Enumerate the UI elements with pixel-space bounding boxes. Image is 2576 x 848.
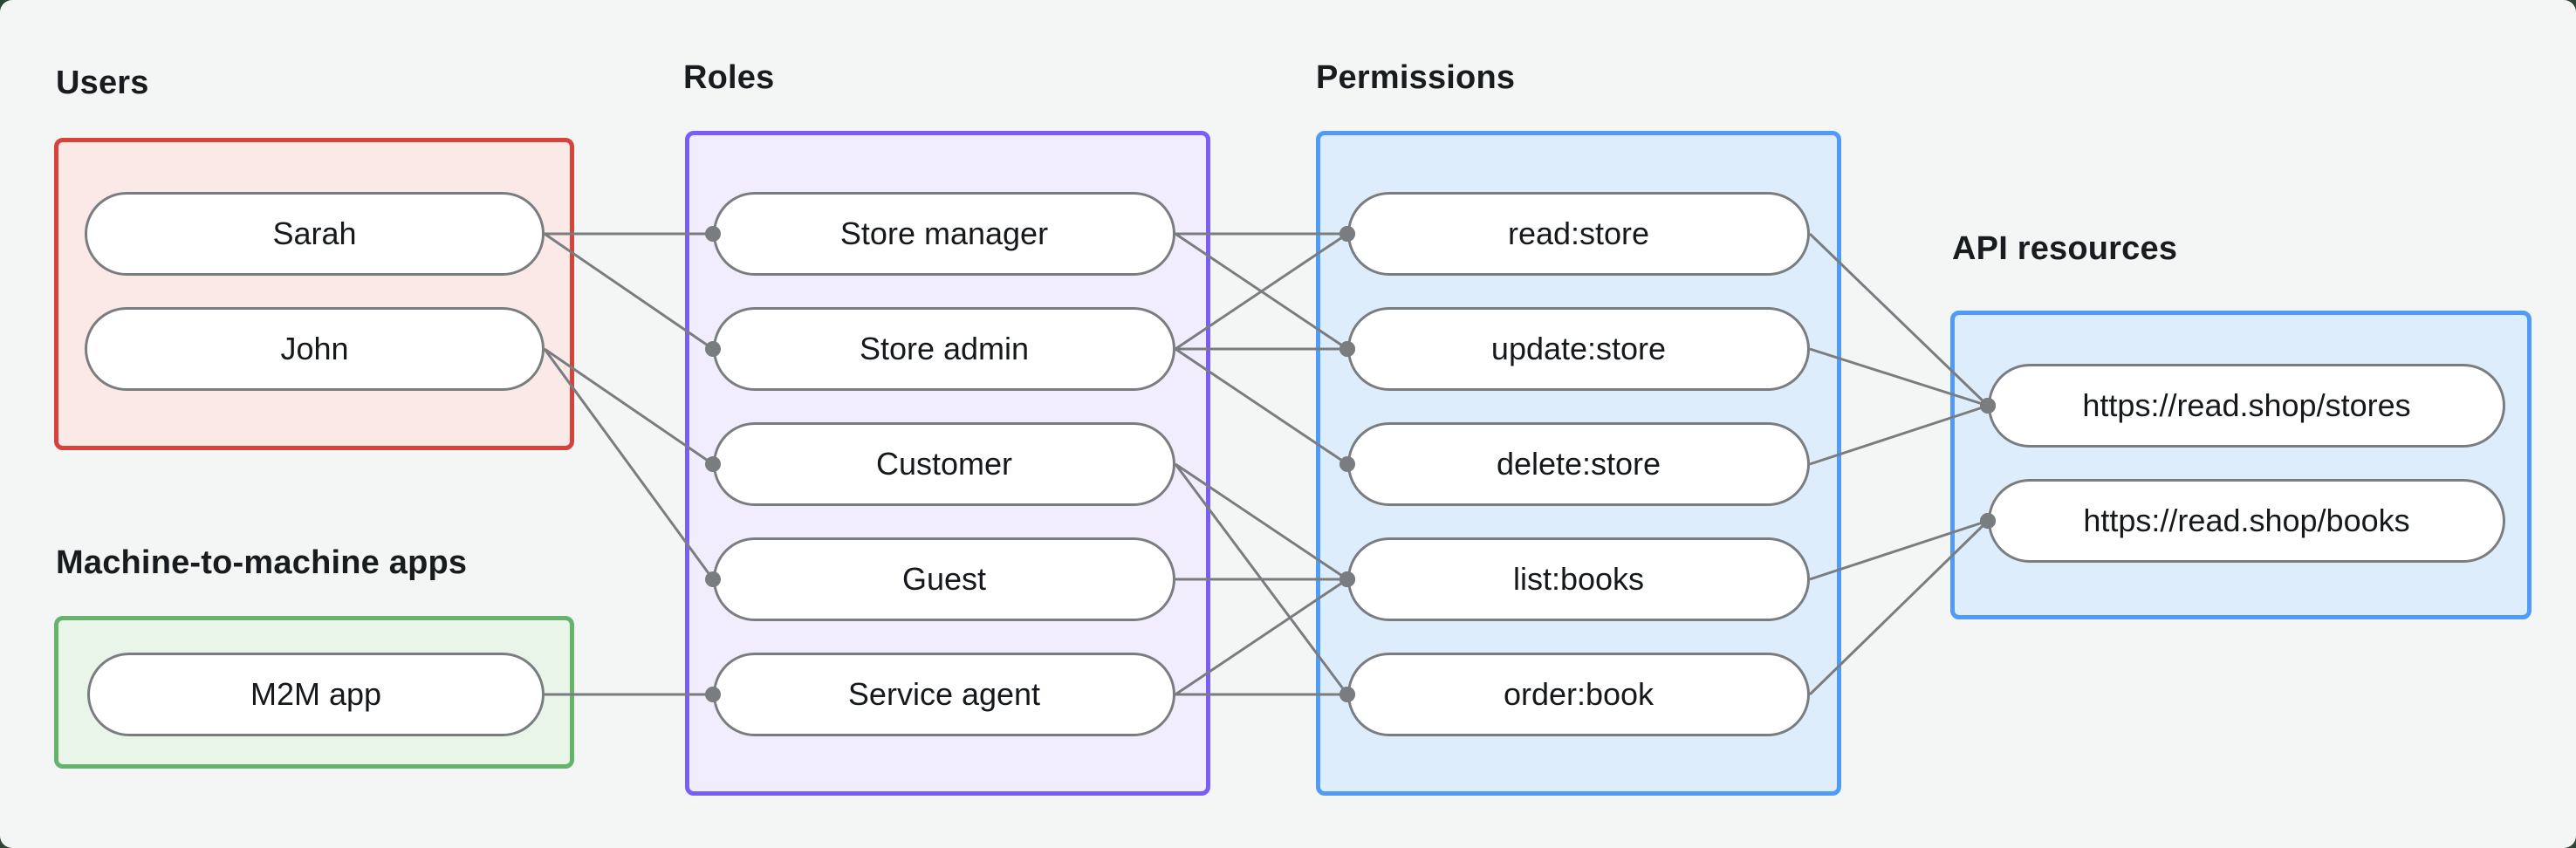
api-label: API resources <box>1952 230 2178 267</box>
node-customer: Customer <box>713 422 1175 506</box>
edge-john-to-customer <box>544 347 714 466</box>
roles-group-box <box>685 131 1210 796</box>
api-group-box <box>1950 311 2531 619</box>
edge-delete-store-to-stores <box>1809 404 1989 466</box>
m2m-group-box <box>54 616 574 769</box>
edge-dot-guest <box>705 571 721 587</box>
edge-dot-store-manager <box>705 226 721 242</box>
node-books: https://read.shop/books <box>1988 479 2505 563</box>
users-group-box <box>54 138 574 450</box>
edge-dot-update-store <box>1339 341 1355 357</box>
edge-list-books-to-books <box>1809 519 1989 581</box>
edge-dot-order-book <box>1339 687 1355 702</box>
edge-dot-delete-store <box>1339 456 1355 472</box>
node-update-store: update:store <box>1347 307 1810 391</box>
edge-order-book-to-books <box>1808 519 1990 696</box>
node-john: John <box>85 307 545 391</box>
edge-store-admin-to-delete-store <box>1175 347 1348 466</box>
node-guest: Guest <box>713 537 1175 621</box>
edge-dot-read-store <box>1339 226 1355 242</box>
node-read-store: read:store <box>1347 192 1810 276</box>
node-service-agent: Service agent <box>713 653 1175 736</box>
node-stores: https://read.shop/stores <box>1988 364 2505 448</box>
node-store-manager: Store manager <box>713 192 1175 276</box>
permissions-group-box <box>1316 131 1841 796</box>
node-store-admin: Store admin <box>713 307 1175 391</box>
edge-john-to-guest <box>543 348 715 580</box>
edge-dot-books <box>1980 513 1996 529</box>
edge-dot-stores <box>1980 398 1996 414</box>
node-order-book: order:book <box>1347 653 1810 736</box>
edge-dot-customer <box>705 456 721 472</box>
edge-dot-list-books <box>1339 571 1355 587</box>
edge-customer-to-order-book <box>1174 463 1349 695</box>
edge-sarah-to-store-admin <box>544 232 714 351</box>
edge-dot-service-agent <box>705 687 721 702</box>
edge-customer-to-list-books <box>1175 462 1348 581</box>
edge-dot-update-store <box>1339 341 1355 357</box>
edge-dot-read-store <box>1339 226 1355 242</box>
edge-dot-list-books <box>1339 571 1355 587</box>
edge-update-store-to-stores <box>1809 347 1989 407</box>
edge-dot-store-admin <box>705 341 721 357</box>
edge-service-agent-to-list-books <box>1175 578 1348 696</box>
roles-label: Roles <box>683 59 775 96</box>
node-delete-store: delete:store <box>1347 422 1810 506</box>
node-m2m-app: M2M app <box>87 653 545 736</box>
users-label: Users <box>56 65 149 101</box>
edge-dot-list-books <box>1339 571 1355 587</box>
edge-dot-stores <box>1980 398 1996 414</box>
edge-read-store-to-stores <box>1808 232 1990 407</box>
m2m-label: Machine-to-machine apps <box>56 544 468 581</box>
edge-dot-books <box>1980 513 1996 529</box>
edge-dot-stores <box>1980 398 1996 414</box>
edge-dot-order-book <box>1339 687 1355 702</box>
permissions-label: Permissions <box>1316 59 1516 96</box>
node-list-books: list:books <box>1347 537 1810 621</box>
edge-store-admin-to-read-store <box>1175 232 1348 351</box>
edge-store-manager-to-update-store <box>1175 232 1348 351</box>
node-sarah: Sarah <box>85 192 545 276</box>
